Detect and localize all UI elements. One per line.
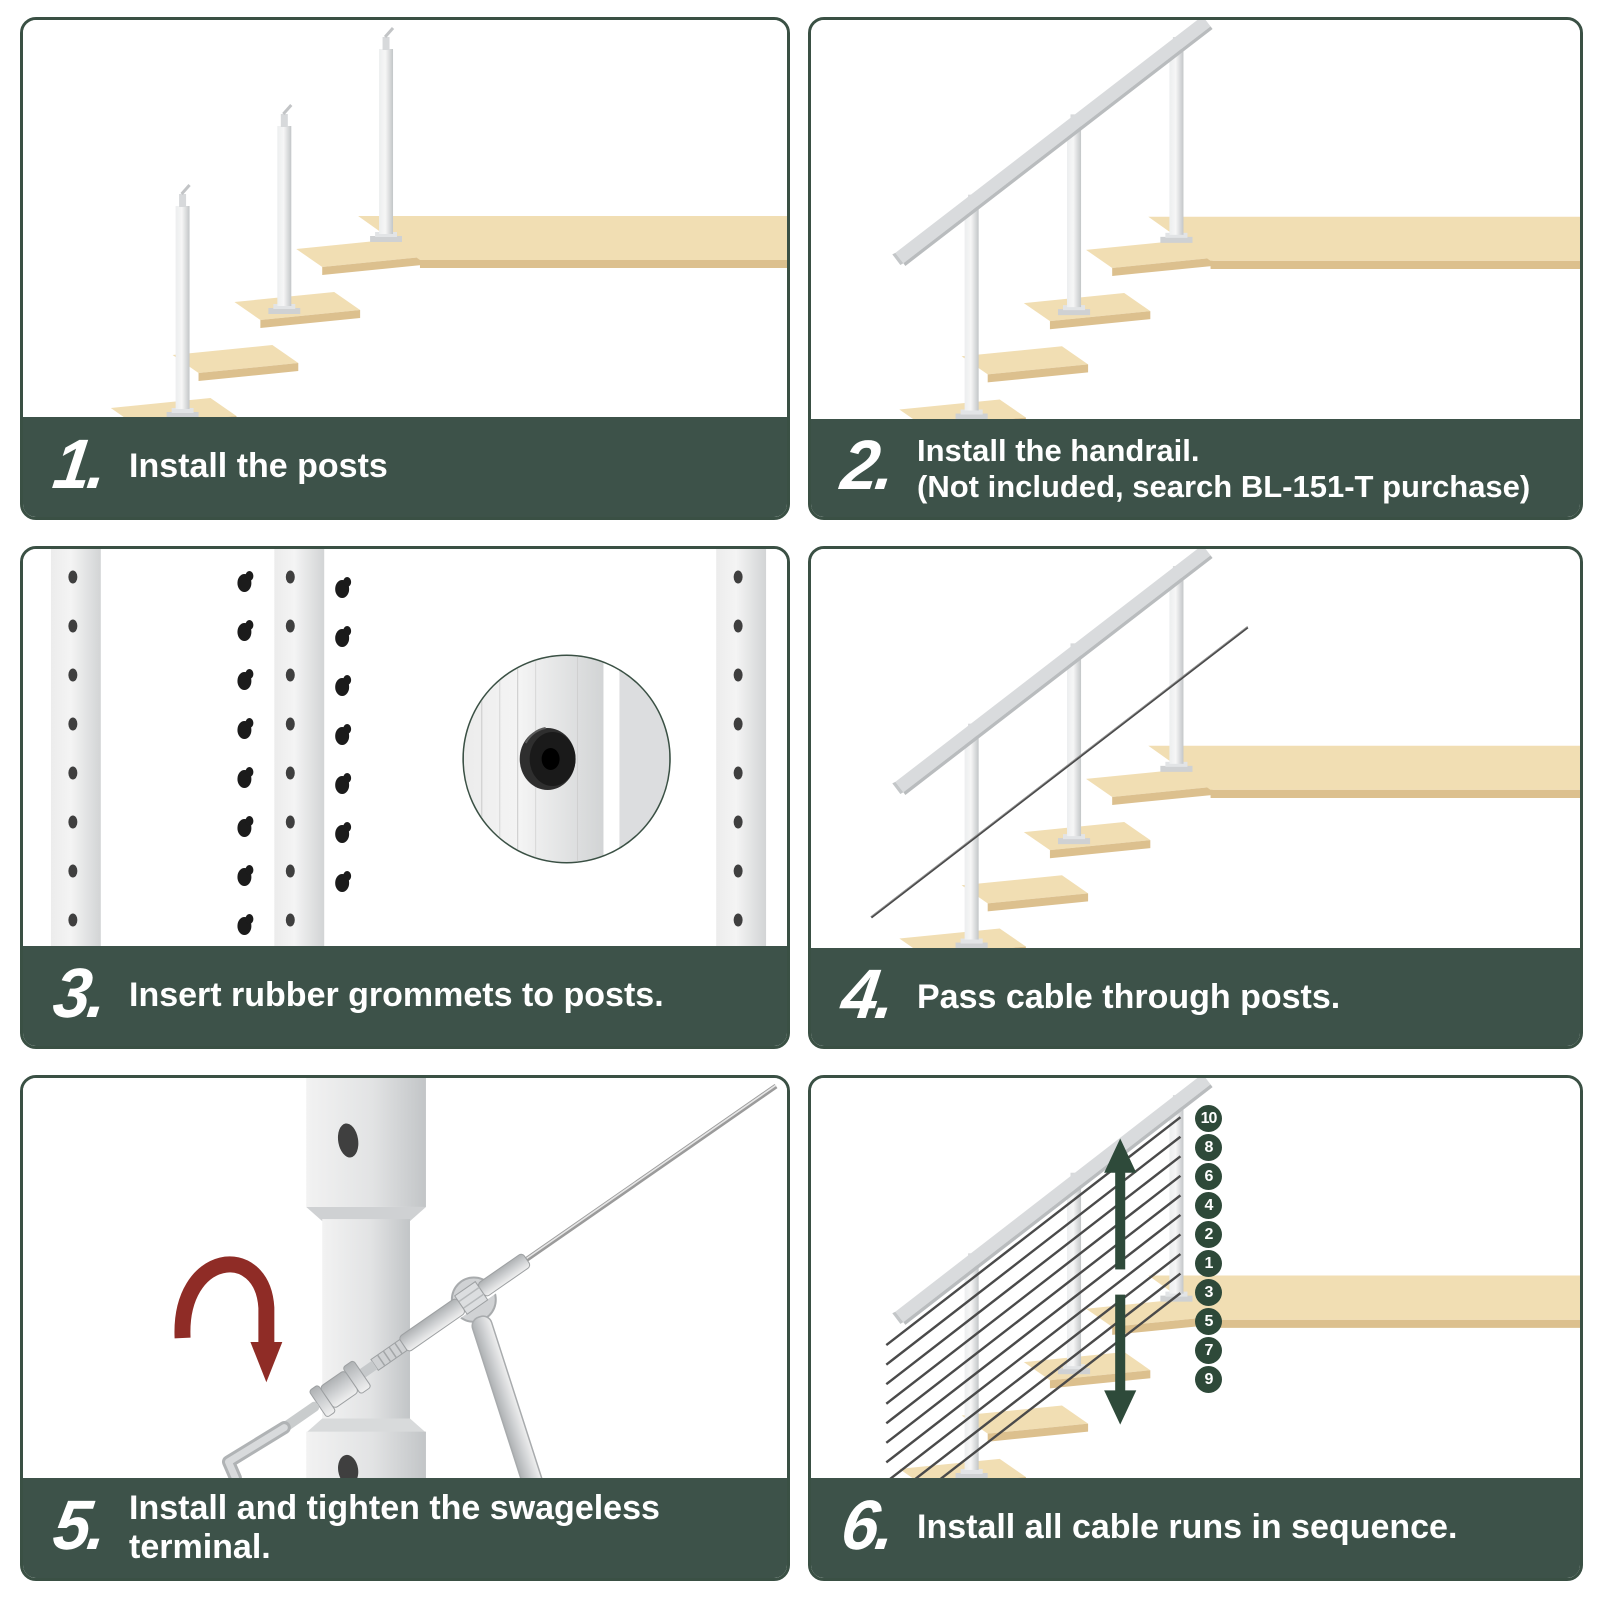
cable [870,625,1249,919]
railing-posts [955,566,1193,948]
cable-number-badge: 6 [1195,1163,1222,1190]
step-1-illustration [23,20,787,417]
stair-treads [899,1275,1580,1478]
post [50,549,101,946]
post [955,723,988,948]
cable-holes [68,570,78,927]
cable-number-badge: 7 [1195,1337,1222,1364]
post [955,194,988,419]
cable-holes [285,570,295,927]
post [716,549,767,946]
rotation-arrow-icon [174,1256,283,1383]
step-panel-2: 2. Install the handrail. (Not included, … [808,17,1583,520]
cable-number-badge: 3 [1195,1279,1222,1306]
step-caption-text: Install the posts [129,447,388,486]
step-caption-text: Insert rubber grommets to posts. [129,976,664,1015]
cable-number-badge: 10 [1195,1105,1222,1132]
step-caption-text: Install all cable runs in sequence. [917,1508,1458,1547]
cable-runs-sequence-illustration [885,1078,1580,1478]
step-6-illustration: 10 8 6 4 2 1 3 5 7 9 [811,1078,1580,1478]
cable-number-badge: 4 [1195,1192,1222,1219]
rubber-grommet-column-right [335,577,352,892]
cable-holes [733,570,743,927]
cable-number-badge: 9 [1195,1366,1222,1393]
caption-line-2: (Not included, search BL-151-T purchase) [917,468,1531,504]
step-panel-3: 3. Insert rubber grommets to posts. [20,546,790,1049]
post [1160,37,1193,243]
post [306,1078,426,1478]
step-1-caption: 1. Install the posts [23,417,787,517]
up-arrow-icon [1104,1138,1137,1270]
step-number: 1. [48,424,110,503]
step-number: 6. [836,1485,898,1564]
cable-run-number-badges: 10 8 6 4 2 1 3 5 7 9 [1195,1105,1222,1393]
step-panel-1: 1. Install the posts [20,17,790,520]
caption-line-1: Install the handrail. [917,432,1200,468]
zoom-inset [462,654,671,864]
swageless-terminal [275,1253,531,1436]
cable-number-badge: 1 [1195,1250,1222,1277]
step-number: 3. [48,953,110,1032]
stairs-with-posts-illustration [110,27,787,417]
step-2-illustration [811,20,1580,419]
stair-treads [899,216,1580,419]
inserted-grommet [519,727,576,790]
step-panel-4: 4. Pass cable through posts. [808,546,1583,1049]
post [370,27,403,242]
rubber-grommets [237,571,352,935]
step-2-caption: 2. Install the handrail. (Not included, … [811,418,1580,517]
cable-number-badge: 8 [1195,1134,1222,1161]
post [274,549,325,946]
down-arrow-icon [1104,1294,1137,1425]
cable-through-posts-illustration [870,549,1580,948]
swageless-terminal-illustration [174,1078,778,1478]
step-number: 4. [836,955,898,1034]
step-caption-text: Install and tighten the swageless termin… [129,1488,660,1566]
step-number: 2. [836,426,898,505]
cable [525,1083,778,1262]
cable-runs [885,1116,1182,1478]
rubber-grommet-column-left [237,571,254,935]
handrail [892,549,1213,795]
step-6-caption: 6. Install all cable runs in sequence. [811,1478,1580,1578]
step-5-illustration [23,1078,787,1478]
handrail [892,1078,1213,1325]
hex-key [221,1421,291,1478]
step-number: 5. [48,1485,110,1564]
step-5-caption: 5. Install and tighten the swageless ter… [23,1478,787,1578]
railing-posts [955,37,1193,419]
railing-posts [166,27,403,417]
step-3-caption: 3. Insert rubber grommets to posts. [23,946,787,1046]
stairs-with-handrail-illustration [892,20,1580,419]
cable-number-badge: 2 [1195,1221,1222,1248]
post [268,104,301,314]
step-panel-6: 10 8 6 4 2 1 3 5 7 9 6. Install all cabl… [808,1075,1583,1581]
step-caption-text: Pass cable through posts. [917,978,1341,1016]
post [166,184,199,417]
step-panel-5: 5. Install and tighten the swageless ter… [20,1075,790,1581]
stair-treads [110,216,787,417]
step-3-illustration [23,549,787,946]
step-4-caption: 4. Pass cable through posts. [811,947,1580,1046]
handrail [892,20,1213,266]
step-4-illustration [811,549,1580,948]
post [1160,566,1193,772]
cable-number-badge: 5 [1195,1308,1222,1335]
step-caption-text: Install the handrail. (Not included, sea… [917,433,1530,504]
stair-treads [899,745,1580,948]
grommet-insertion-illustration [50,549,767,946]
